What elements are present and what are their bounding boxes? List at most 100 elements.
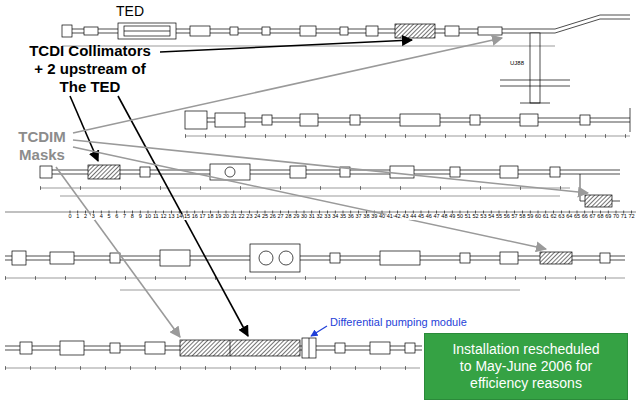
scale-number: 29 — [293, 214, 300, 220]
scale-number: 53 — [480, 214, 487, 220]
beamline-row — [630, 108, 631, 132]
beamline-row — [395, 24, 435, 38]
leader-lines — [118, 96, 248, 336]
scale-number: 37 — [355, 214, 362, 220]
beamline-row — [84, 27, 98, 35]
scale-number: 71 — [620, 214, 627, 220]
scale-number: 5 — [107, 214, 111, 220]
beamline-row — [140, 167, 150, 177]
scale-number: 44 — [410, 214, 417, 220]
beamline-row — [520, 114, 538, 126]
scale-number: 58 — [519, 214, 526, 220]
callout-label: TCDIM Masks — [14, 128, 70, 164]
scale-number: 11 — [152, 214, 159, 220]
scale-number: 72 — [628, 214, 635, 220]
beamline-row — [335, 343, 345, 353]
scale-number: 63 — [558, 214, 565, 220]
beamline-row — [40, 174, 620, 175]
beamline-row — [60, 196, 560, 197]
scale-number: 43 — [402, 214, 409, 220]
beamline-row — [450, 167, 460, 177]
beamline-row — [40, 188, 570, 189]
scale-number: 46 — [425, 214, 432, 220]
note-text: Installation rescheduled to May-June 200… — [451, 341, 601, 391]
scale-number: 51 — [464, 214, 471, 220]
scale-number: 35 — [339, 214, 346, 220]
scale-number: 36 — [347, 214, 354, 220]
scale-number: 27 — [277, 214, 284, 220]
beamline-row — [600, 19, 630, 20]
scale-number: 2 — [84, 214, 88, 220]
scale-number: 68 — [597, 214, 604, 220]
beamline-row — [500, 80, 570, 81]
leader-lines — [73, 140, 588, 193]
scale-number: 32 — [316, 214, 323, 220]
scale-number: 8 — [130, 214, 134, 220]
scale-number: 9 — [138, 214, 142, 220]
beamline-row — [230, 340, 231, 356]
leader-lines — [160, 40, 412, 52]
beamline-row — [390, 166, 414, 178]
scale-number: 64 — [566, 214, 573, 220]
beamline-row — [555, 15, 600, 29]
beamline-row — [250, 244, 300, 272]
beamline-row — [500, 86, 570, 87]
scale-number: 23 — [246, 214, 253, 220]
beamline-row — [60, 341, 84, 355]
beamline-row — [5, 256, 625, 257]
beamline-row — [5, 338, 422, 368]
beamline-row — [302, 338, 316, 358]
beamline-row — [585, 195, 612, 207]
scale-number: 60 — [534, 214, 541, 220]
leader-lines — [56, 167, 180, 337]
callout-label: Differential pumping module — [330, 316, 467, 329]
beamline-row — [185, 111, 207, 129]
beamline-row — [500, 166, 518, 178]
scale-number: 59 — [527, 214, 534, 220]
beamline-row — [5, 278, 625, 279]
beamline-row — [550, 167, 560, 177]
scale-number: 45 — [417, 214, 424, 220]
part-label: UJ88 — [510, 60, 524, 67]
beamline-row — [279, 251, 293, 265]
beamline-row — [600, 253, 610, 263]
beamline-row — [370, 342, 390, 354]
beamline-row — [5, 244, 625, 290]
scale-number: 7 — [123, 214, 127, 220]
scale-number: 62 — [550, 214, 557, 220]
scale-number: 54 — [488, 214, 495, 220]
beamline-row — [405, 343, 415, 353]
beamline-row — [124, 26, 170, 36]
scale-number: 22 — [238, 214, 245, 220]
scale-number: 69 — [605, 214, 612, 220]
scale-number: 52 — [472, 214, 479, 220]
scale-number: 18 — [207, 214, 214, 220]
scale-number: 50 — [456, 214, 463, 220]
scale-number: 56 — [503, 214, 510, 220]
scale-number: 24 — [254, 214, 261, 220]
scale-number: 10 — [144, 214, 151, 220]
beamline-row — [110, 343, 120, 353]
beamline-row — [230, 27, 238, 35]
beamline-row — [88, 165, 120, 179]
beamline-row — [470, 115, 480, 125]
scale-number: 67 — [589, 214, 596, 220]
beamline-row — [262, 115, 272, 125]
beamline-row — [350, 115, 360, 125]
scale-ruler — [5, 212, 636, 213]
beamline-row — [460, 253, 470, 263]
beamline-row — [500, 252, 518, 264]
scale-number: 21 — [230, 214, 237, 220]
beamline-row — [5, 366, 420, 370]
note-box: Installation rescheduled to May-June 200… — [424, 333, 628, 400]
scale-number: 49 — [449, 214, 456, 220]
scale-number: 1 — [76, 214, 80, 220]
beamline-row — [225, 167, 235, 177]
beamline-row — [309, 338, 310, 358]
beamline-row — [600, 15, 630, 16]
scale-number: 6 — [115, 214, 119, 220]
leader-lines — [56, 38, 588, 337]
scale-number: 42 — [394, 214, 401, 220]
beamline-row — [262, 27, 270, 35]
beamline-row — [400, 114, 440, 126]
